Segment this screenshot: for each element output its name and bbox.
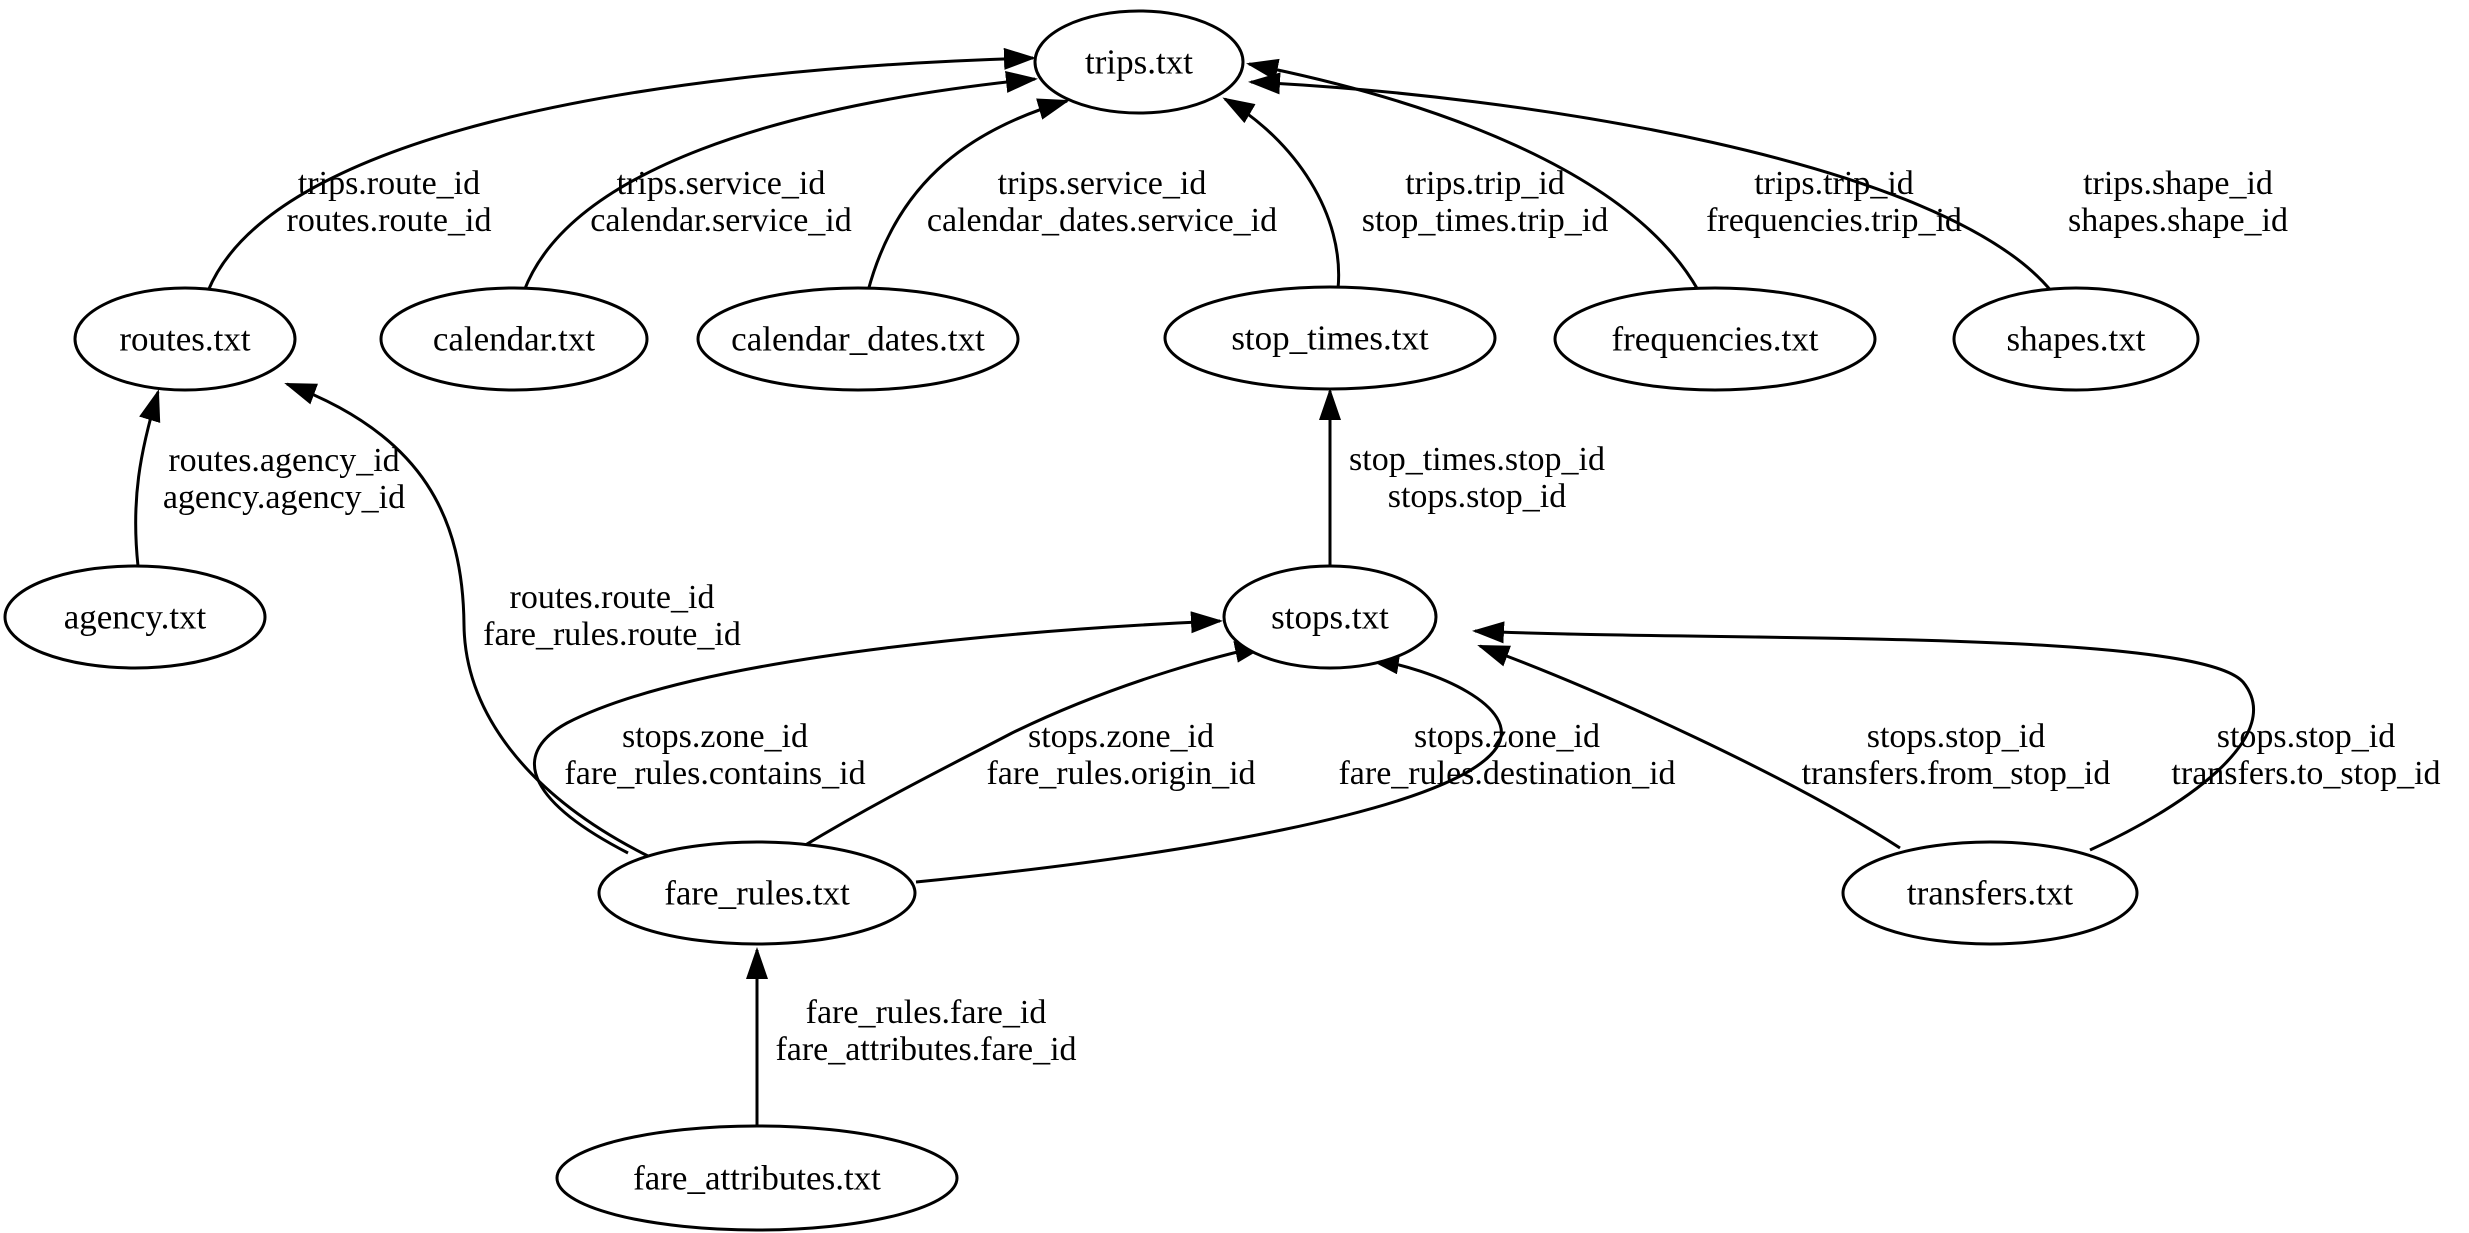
- nodes-layer: trips.txt routes.txt calendar.txt calendar_…: [3, 9, 2200, 1232]
- edge-fare-rules-to-stops-contains: [533, 611, 1223, 855]
- edge-label-shapes-to-trips-line2: shapes.shape_id: [2068, 202, 2288, 239]
- edge-calendar-dates-to-trips: [866, 98, 1070, 292]
- edge-label-shapes-to-trips-line1: trips.shape_id: [2083, 165, 2273, 202]
- node-label-agency-txt: agency.txt: [64, 598, 207, 637]
- edge-label-agency-to-routes-line2: agency.agency_id: [163, 479, 405, 516]
- edge-label-fare-rules-to-stops-destination-line2: fare_rules.destination_id: [1338, 755, 1675, 792]
- edge-calendar-to-trips: [522, 71, 1038, 292]
- edge-label-frequencies-to-trips-line2: frequencies.trip_id: [1706, 202, 1962, 239]
- edge-label-fare-rules-to-stops-contains-line2: fare_rules.contains_id: [564, 755, 865, 792]
- node-label-fare-attributes-txt: fare_attributes.txt: [633, 1159, 881, 1198]
- edge-label-fare-rules-to-stops-destination-line1: stops.zone_id: [1414, 718, 1600, 755]
- edge-fare-rules-to-routes: [284, 382, 651, 859]
- node-calendar-txt: [379, 286, 649, 392]
- node-label-shapes-txt: shapes.txt: [2006, 320, 2145, 359]
- node-label-calendar-txt: calendar.txt: [433, 320, 596, 359]
- edge-labels-layer: trips.route_idroutes.route_idtrips.servi…: [163, 165, 2441, 1068]
- node-agency-txt: [3, 564, 267, 670]
- edge-label-stops-to-stop-times-line1: stop_times.stop_id: [1349, 441, 1605, 478]
- node-label-frequencies-txt: frequencies.txt: [1612, 320, 1819, 359]
- edge-label-transfers-to-stops-from-line2: transfers.from_stop_id: [1802, 755, 2111, 792]
- node-label-transfers-txt: transfers.txt: [1907, 874, 2073, 913]
- edge-label-fare-rules-to-routes-line1: routes.route_id: [510, 579, 715, 616]
- edge-stop-times-to-trips: [1222, 97, 1341, 290]
- edge-frequencies-to-trips: [1246, 58, 1700, 291]
- edge-shapes-to-trips: [1248, 72, 2054, 293]
- edge-label-fare-rules-to-stops-origin-line2: fare_rules.origin_id: [986, 755, 1255, 792]
- edge-transfers-to-stops-to: [1472, 621, 2256, 852]
- edge-label-calendar-to-trips-line2: calendar.service_id: [590, 202, 851, 239]
- edge-label-calendar-dates-to-trips-line1: trips.service_id: [998, 165, 1207, 202]
- edges-layer: [134, 47, 2256, 1126]
- node-label-fare-rules-txt: fare_rules.txt: [664, 874, 850, 913]
- node-trips-txt: [1033, 9, 1245, 115]
- edge-fare-rules-to-stops-origin: [801, 641, 1267, 849]
- edge-routes-to-trips: [206, 47, 1036, 292]
- edge-label-fare-attributes-to-fare-rules-line2: fare_attributes.fare_id: [775, 1031, 1076, 1068]
- edge-label-transfers-to-stops-to-line2: transfers.to_stop_id: [2171, 755, 2440, 792]
- edge-agency-to-routes: [134, 389, 161, 567]
- edge-label-stops-to-stop-times-line2: stops.stop_id: [1388, 478, 1567, 515]
- edge-label-stop-times-to-trips-line2: stop_times.trip_id: [1362, 202, 1609, 239]
- node-label-stops-txt: stops.txt: [1271, 598, 1389, 637]
- edge-label-routes-to-trips-line2: routes.route_id: [287, 202, 492, 239]
- node-label-stop-times-txt: stop_times.txt: [1231, 319, 1429, 358]
- edge-fare-rules-to-stops-destination: [915, 652, 1503, 884]
- node-label-routes-txt: routes.txt: [119, 320, 251, 359]
- node-label-trips-txt: trips.txt: [1085, 43, 1193, 82]
- node-shapes-txt: [1952, 286, 2200, 392]
- node-label-calendar-dates-txt: calendar_dates.txt: [731, 320, 985, 359]
- node-frequencies-txt: [1553, 286, 1877, 392]
- edge-label-calendar-to-trips-line1: trips.service_id: [617, 165, 826, 202]
- edge-label-fare-rules-to-routes-line2: fare_rules.route_id: [483, 616, 741, 653]
- edge-transfers-to-stops-from: [1477, 644, 1901, 850]
- node-stops-txt: [1222, 564, 1438, 670]
- node-calendar-dates-txt: [696, 286, 1020, 392]
- edge-label-transfers-to-stops-from-line1: stops.stop_id: [1867, 718, 2046, 755]
- node-routes-txt: [73, 286, 297, 392]
- node-stop-times-txt: [1163, 285, 1497, 391]
- edge-label-fare-attributes-to-fare-rules-line1: fare_rules.fare_id: [806, 994, 1047, 1031]
- edge-label-fare-rules-to-stops-contains-line1: stops.zone_id: [622, 718, 808, 755]
- edge-label-agency-to-routes-line1: routes.agency_id: [168, 442, 399, 479]
- edge-label-routes-to-trips-line1: trips.route_id: [298, 165, 480, 202]
- edge-label-transfers-to-stops-to-line1: stops.stop_id: [2217, 718, 2396, 755]
- edge-label-fare-rules-to-stops-origin-line1: stops.zone_id: [1028, 718, 1214, 755]
- node-fare-attributes-txt: [555, 1124, 959, 1232]
- node-transfers-txt: [1841, 840, 2139, 946]
- node-fare-rules-txt: [597, 840, 917, 946]
- edge-label-frequencies-to-trips-line1: trips.trip_id: [1754, 165, 1914, 202]
- edge-label-stop-times-to-trips-line1: trips.trip_id: [1405, 165, 1565, 202]
- edge-label-calendar-dates-to-trips-line2: calendar_dates.service_id: [927, 202, 1277, 239]
